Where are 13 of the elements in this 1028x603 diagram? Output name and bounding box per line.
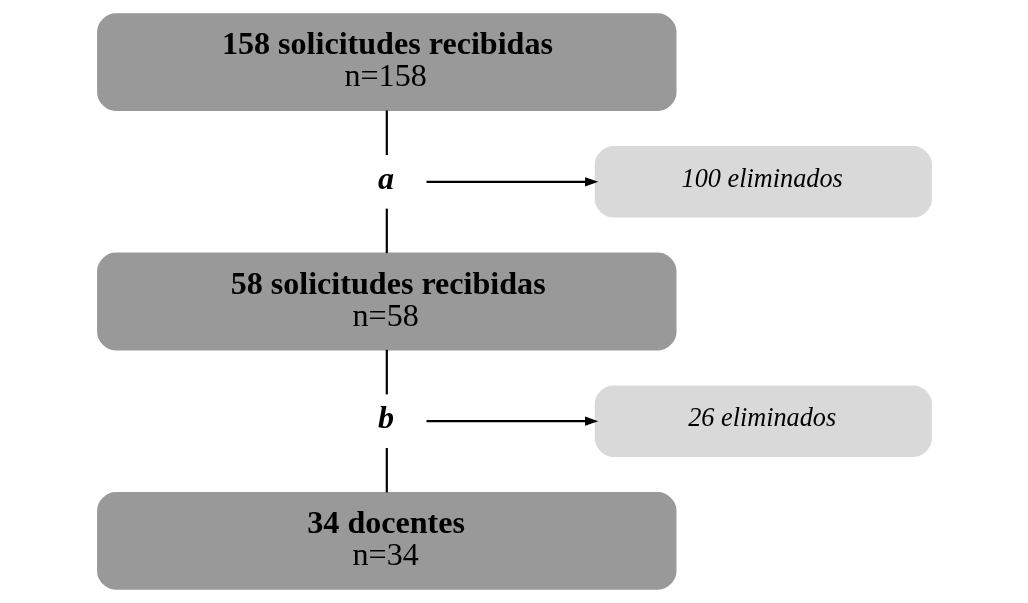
connector [385, 208, 388, 254]
node-text: a [377, 159, 394, 196]
arrow [426, 177, 598, 187]
connector [385, 110, 388, 155]
node-box: 58 solicitudes recibidas n=58 [96, 252, 676, 351]
connector [385, 349, 388, 395]
node-box: 100 eliminados [594, 146, 932, 218]
node-text: b [377, 398, 394, 435]
node-box: 34 docentes n=34 [96, 491, 676, 590]
connector [385, 447, 388, 493]
arrow [426, 416, 598, 426]
node-box: 158 solicitudes recibidas n=158 [96, 13, 676, 112]
node-box: 26 eliminados [594, 385, 932, 457]
